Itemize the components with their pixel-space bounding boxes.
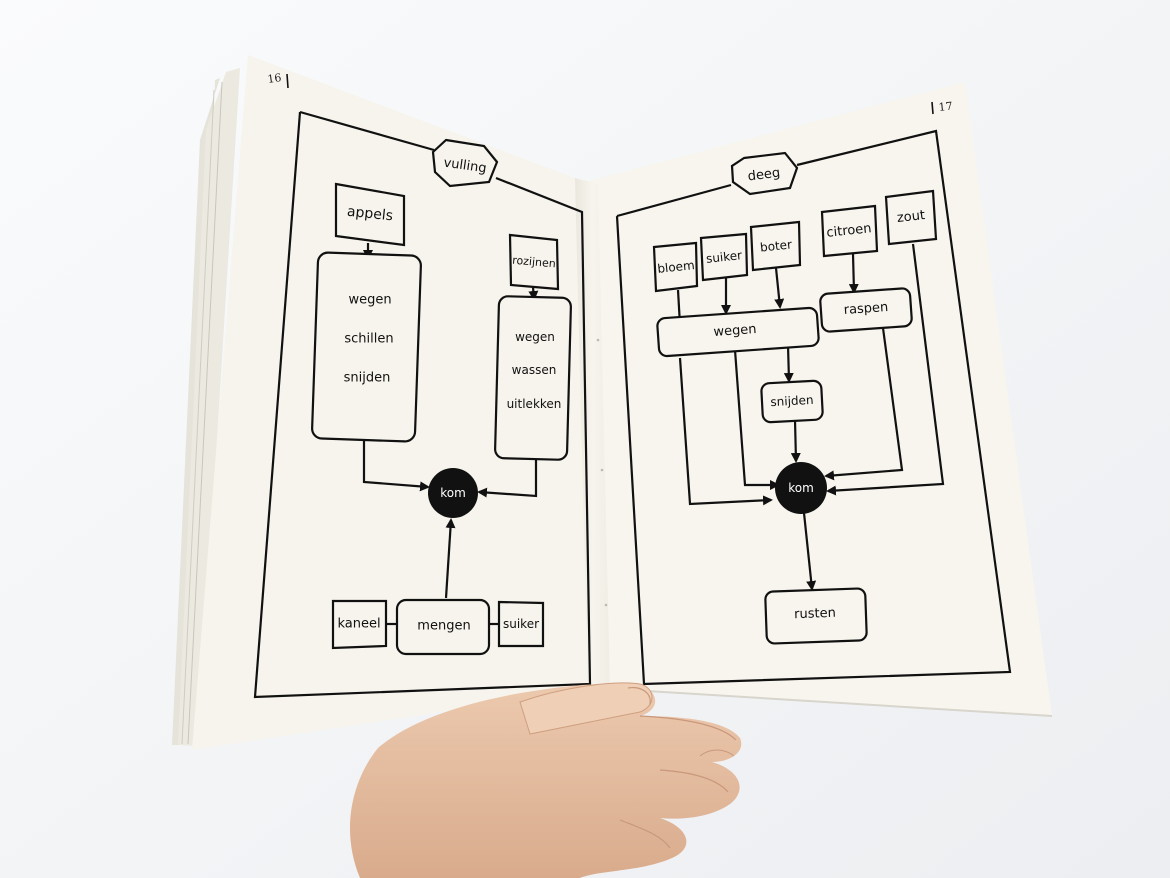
mengen-box <box>395 598 491 656</box>
deeg-title: deeg <box>747 166 781 185</box>
page-number-right: 17 <box>938 100 953 114</box>
boter-box <box>749 220 802 272</box>
gutter-stitching <box>596 338 608 607</box>
kom-label-right: kom <box>788 481 814 495</box>
vulling-title-badge <box>431 138 499 188</box>
right-page-content <box>615 129 1012 686</box>
appels-step-1: wegen <box>348 293 391 308</box>
appels-step-3: snijden <box>344 371 391 386</box>
suiker-box-right <box>699 232 749 282</box>
page-stack <box>172 68 240 746</box>
appels-steps-box <box>311 251 422 443</box>
zout-label: zout <box>896 208 926 226</box>
kaneel-box <box>331 599 388 650</box>
boter-label: boter <box>759 237 792 254</box>
kom-label-left: kom <box>440 486 466 500</box>
rozijnen-step-2: wassen <box>512 363 557 377</box>
rozijnen-label: rozijnen <box>512 254 557 271</box>
page-number-left: 16 <box>267 71 283 86</box>
suiker-label-right: suiker <box>705 248 742 266</box>
zout-box <box>884 189 938 246</box>
snijden-label: snijden <box>770 393 814 409</box>
rozijnen-steps-box <box>494 295 572 461</box>
citroen-label: citroen <box>826 221 872 241</box>
kom-circle-right <box>775 462 827 514</box>
raspen-box <box>819 287 913 333</box>
appels-box <box>334 182 406 247</box>
suiker-label-left: suiker <box>503 617 539 631</box>
rozijnen-step-3: uitlekken <box>507 397 562 411</box>
wegen-box <box>656 306 820 358</box>
hand <box>349 682 742 878</box>
left-page-content <box>253 110 592 699</box>
wegen-label: wegen <box>713 322 757 340</box>
kaneel-label: kaneel <box>337 617 380 632</box>
vulling-title: vulling <box>443 156 488 177</box>
appels-label: appels <box>346 204 394 225</box>
deeg-title-badge <box>730 151 799 196</box>
mengen-label: mengen <box>417 619 470 634</box>
appels-step-2: schillen <box>344 332 393 347</box>
rozijnen-step-1: wegen <box>515 330 555 344</box>
bloem-box <box>652 241 699 293</box>
kom-circle-left <box>428 468 478 518</box>
rozijnen-box <box>508 233 560 291</box>
citroen-box <box>820 204 879 258</box>
snijden-box <box>760 379 824 424</box>
rusten-label: rusten <box>794 606 836 622</box>
rusten-box <box>764 587 868 645</box>
bloem-label: bloem <box>657 258 696 276</box>
suiker-box-left <box>497 600 545 648</box>
raspen-label: raspen <box>843 300 889 318</box>
